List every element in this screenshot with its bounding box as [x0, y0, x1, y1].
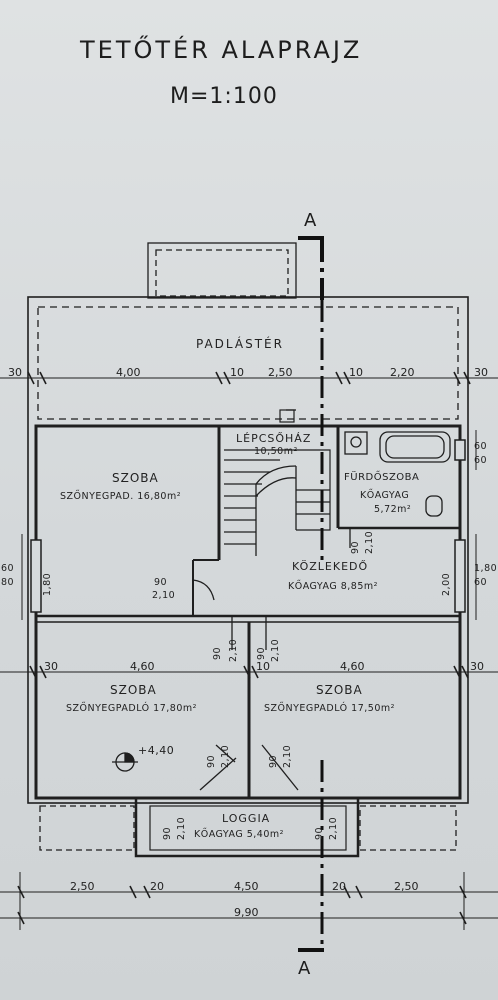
room-floor-kozlekedo: KŐAGYAG 8,85m² — [288, 581, 378, 592]
roof-projection-hidden — [155, 249, 289, 297]
door-label-3-width: 90 — [256, 646, 267, 660]
plan-scale: M=1:100 — [170, 84, 278, 109]
dim-row2-1: 4,60 — [130, 660, 155, 673]
roof-projection-outline — [147, 242, 297, 299]
room-floor-szoba-3: SZŐNYEGPADLÓ 17,50m² — [264, 703, 395, 714]
dim-row1-2: 10 — [230, 366, 244, 379]
door-label-4-width: 90 — [350, 540, 361, 554]
door-label-1-width: 90 — [154, 577, 168, 588]
room-label-szoba-3: SZOBA — [316, 683, 363, 697]
room-label-kozlekedo: KÖZLEKEDŐ — [292, 560, 369, 573]
door-label-5-width: 90 — [206, 754, 217, 768]
toilet-outline — [425, 495, 443, 517]
room-floor-szoba-1: SZŐNYEGPAD. 16,80m² — [60, 491, 182, 502]
dim-row1-3: 2,50 — [268, 366, 293, 379]
dim-right-top-b: 60 — [474, 455, 488, 466]
plan-title: TETŐTÉR ALAPRAJZ — [80, 36, 363, 64]
room-floor-loggia: KŐAGYAG 5,40m² — [194, 829, 284, 840]
dim-row1-5: 2,20 — [390, 366, 415, 379]
dim-row2-3: 4,60 — [340, 660, 365, 673]
dim-right-mid-a: 1,80 — [474, 563, 498, 574]
dim-left-mid-c: 1,80 — [42, 572, 53, 596]
room-label-szoba-2: SZOBA — [110, 683, 157, 697]
dim-left-mid-b: 80 — [1, 577, 15, 588]
dim-row1-0: 30 — [8, 366, 22, 379]
door-label-7-height: 2,10 — [176, 816, 187, 840]
room-floor-szoba-2: SZŐNYEGPADLÓ 17,80m² — [66, 703, 197, 714]
dim-bottom-1: 20 — [150, 880, 164, 893]
door-label-8-height: 2,10 — [328, 816, 339, 840]
dim-row1-1: 4,00 — [116, 366, 141, 379]
dim-bottom-total: 9,90 — [234, 906, 259, 919]
bathtub-outline — [379, 431, 451, 463]
door-label-1-height: 2,10 — [152, 590, 176, 601]
dim-row1-4: 10 — [349, 366, 363, 379]
room-area-lepcsohaz: 10,50m² — [254, 446, 298, 457]
room-area-furdoszoba: 5,72m² — [374, 504, 412, 515]
room-label-padlaster: PADLÁSTÉR — [196, 337, 284, 351]
room-label-furdoszoba: FÜRDŐSZOBA — [344, 472, 420, 483]
dim-bottom-3: 20 — [332, 880, 346, 893]
dim-right-mid-c: 2,00 — [441, 572, 452, 596]
dim-bottom-0: 2,50 — [70, 880, 95, 893]
dim-right-mid-b: 60 — [474, 577, 488, 588]
door-label-4-height: 2,10 — [364, 530, 375, 554]
door-label-3-height: 2,10 — [270, 638, 281, 662]
section-marker-top: A — [304, 210, 317, 231]
door-label-2-height: 2,10 — [228, 638, 239, 662]
dim-row2-2: 10 — [256, 660, 270, 673]
room-label-szoba-1: SZOBA — [112, 471, 159, 485]
dim-right-top-a: 60 — [474, 441, 488, 452]
dim-row2-0: 30 — [44, 660, 58, 673]
door-label-6-height: 2,10 — [282, 744, 293, 768]
door-label-2-width: 90 — [212, 646, 223, 660]
room-label-lepcsohaz: LÉPCSŐHÁZ — [236, 432, 312, 445]
level-marker-value: +4,40 — [138, 744, 175, 757]
attic-dashed-boundary — [37, 306, 459, 420]
door-label-8-width: 90 — [314, 826, 325, 840]
door-label-6-width: 90 — [268, 754, 279, 768]
roof-outline — [27, 296, 469, 804]
room-floor-furdoszoba: KŐAGYAG — [360, 490, 410, 501]
dim-bottom-2: 4,50 — [234, 880, 259, 893]
loggia-walls — [134, 796, 360, 858]
door-label-5-height: 2,10 — [220, 744, 231, 768]
dim-row2-4: 30 — [470, 660, 484, 673]
dim-bottom-4: 2,50 — [394, 880, 419, 893]
sink-outline — [344, 431, 368, 455]
section-marker-bottom: A — [298, 958, 311, 979]
door-label-7-width: 90 — [162, 826, 173, 840]
dim-left-mid-a: 60 — [1, 563, 15, 574]
room-label-loggia: LOGGIA — [222, 812, 271, 825]
dim-row1-6: 30 — [474, 366, 488, 379]
